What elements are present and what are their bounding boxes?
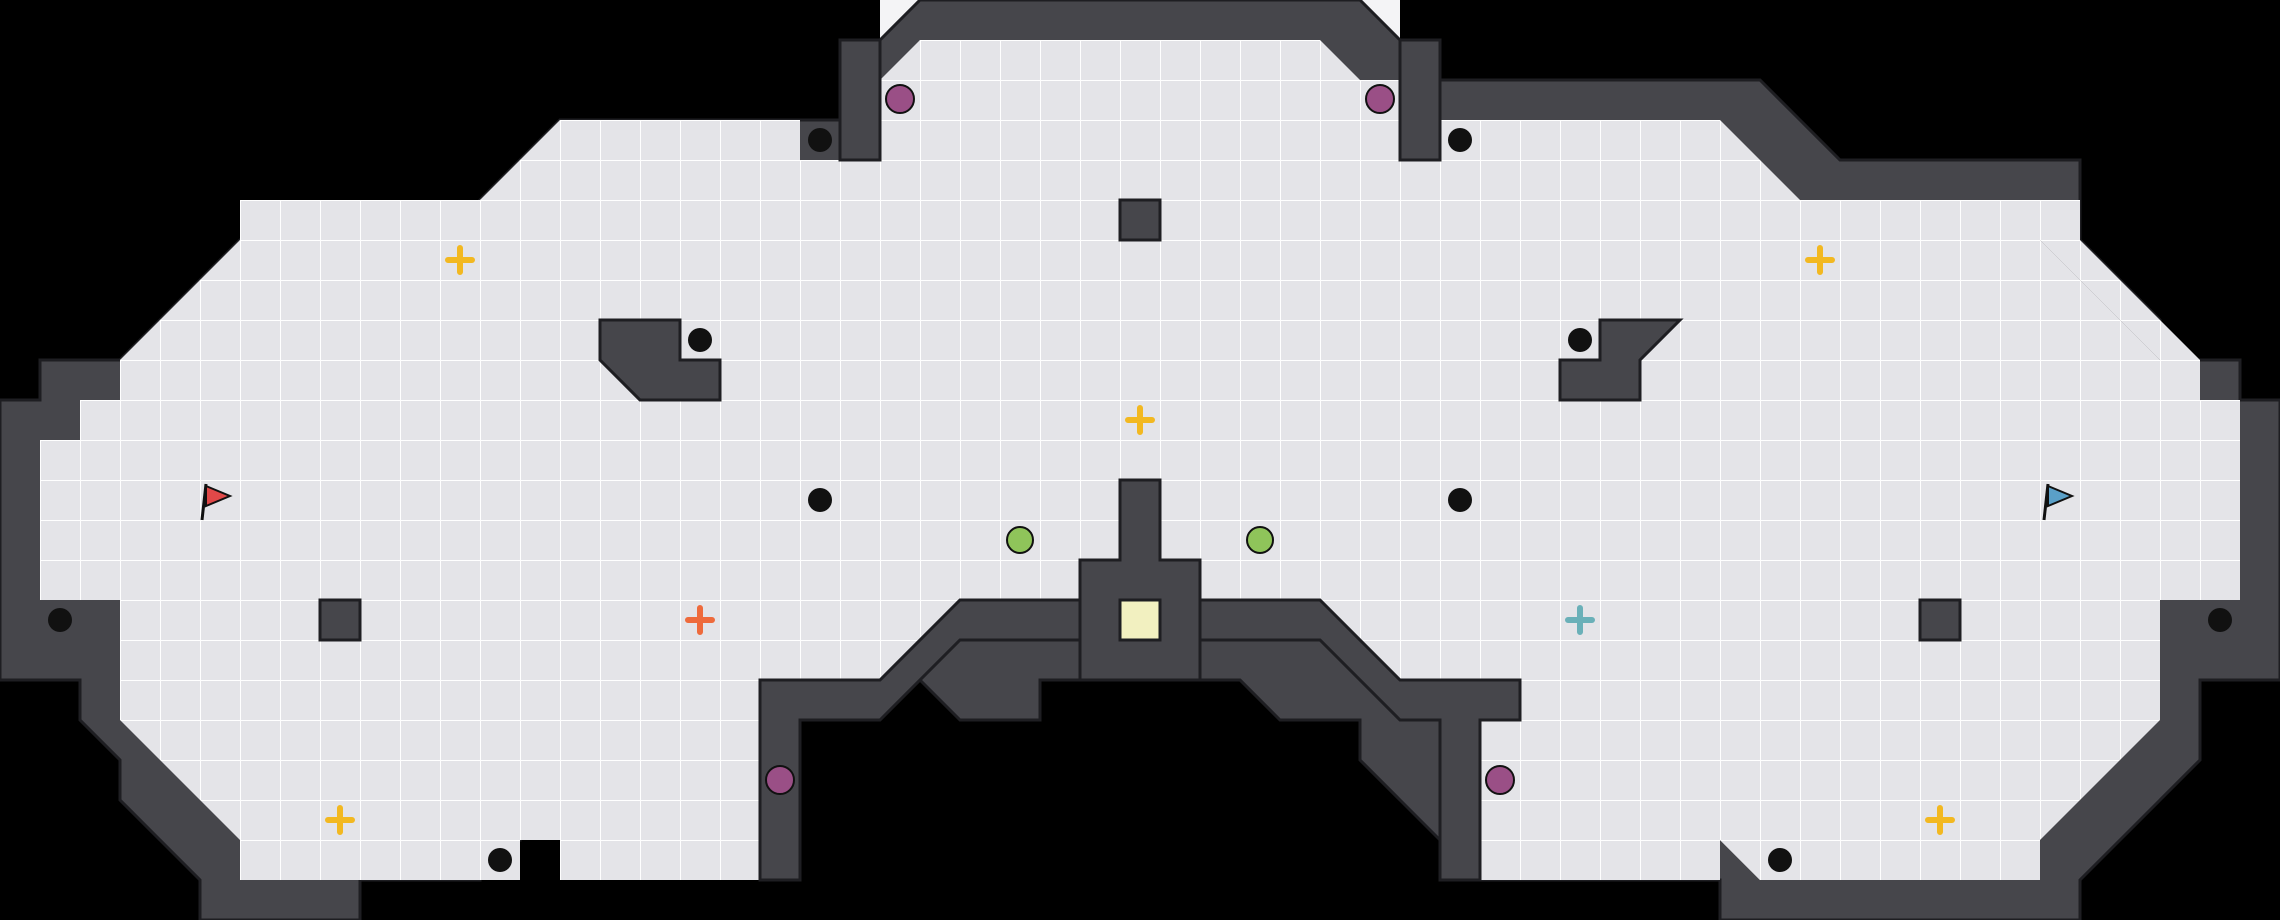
center-top-block <box>1118 198 1162 242</box>
teal-plus-icon[interactable] <box>1565 605 1595 635</box>
top-left-pocket-wall <box>838 38 882 162</box>
center-pad <box>1118 598 1162 642</box>
lower-left-notch-wall <box>758 598 1082 882</box>
top-right-pocket-wall <box>1398 38 1442 162</box>
arena-floor-main <box>40 40 2240 880</box>
right-block <box>1918 598 1962 642</box>
center-pillar <box>1078 478 1202 682</box>
red-plus-icon[interactable] <box>685 605 715 635</box>
blue-flag-icon[interactable] <box>2042 483 2075 521</box>
left-block <box>318 598 362 642</box>
left-wedge-wall <box>598 318 722 402</box>
boost-icon[interactable] <box>1006 526 1274 554</box>
plus-powerup-icon[interactable] <box>325 245 1955 835</box>
lower-right-notch-wall <box>1198 598 1522 882</box>
right-wedge-wall <box>1558 318 1684 402</box>
bomb-icon[interactable] <box>765 84 1515 795</box>
spike-mine-icon[interactable] <box>48 128 2232 872</box>
red-flag-icon[interactable] <box>200 483 233 521</box>
